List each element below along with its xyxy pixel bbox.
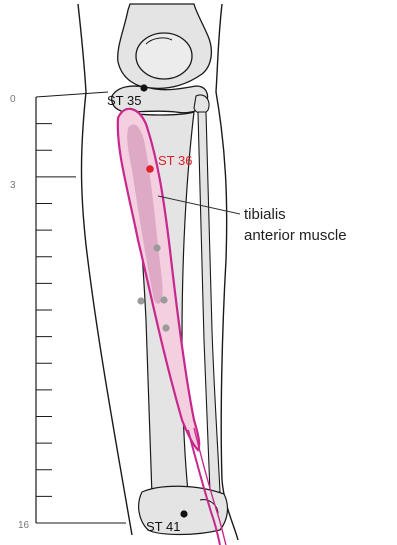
muscle-label-line1: tibialis xyxy=(244,206,286,223)
gray-point xyxy=(160,296,167,303)
point-st36-label: ST 36 xyxy=(158,153,192,168)
point-st35-marker xyxy=(140,84,147,91)
leg-outline-right xyxy=(216,4,238,540)
gray-point xyxy=(162,324,169,331)
gray-point xyxy=(153,244,160,251)
scale-label-3: 3 xyxy=(10,180,16,191)
scale-label-0: 0 xyxy=(10,94,16,105)
point-st36-marker xyxy=(146,165,154,173)
leg-outline-left xyxy=(78,4,132,535)
patella xyxy=(136,33,192,79)
scale-label-16: 16 xyxy=(18,520,30,531)
scale-ticks xyxy=(36,124,76,497)
fibula xyxy=(198,112,220,492)
scale-top-leader xyxy=(36,92,108,97)
point-st35-label: ST 35 xyxy=(107,93,141,108)
point-st41-marker xyxy=(180,510,187,517)
gray-point xyxy=(137,297,144,304)
point-st41-label: ST 41 xyxy=(146,519,180,534)
measurement-scale: 0 3 16 xyxy=(10,92,126,531)
muscle-label-line2: anterior muscle xyxy=(244,227,347,244)
